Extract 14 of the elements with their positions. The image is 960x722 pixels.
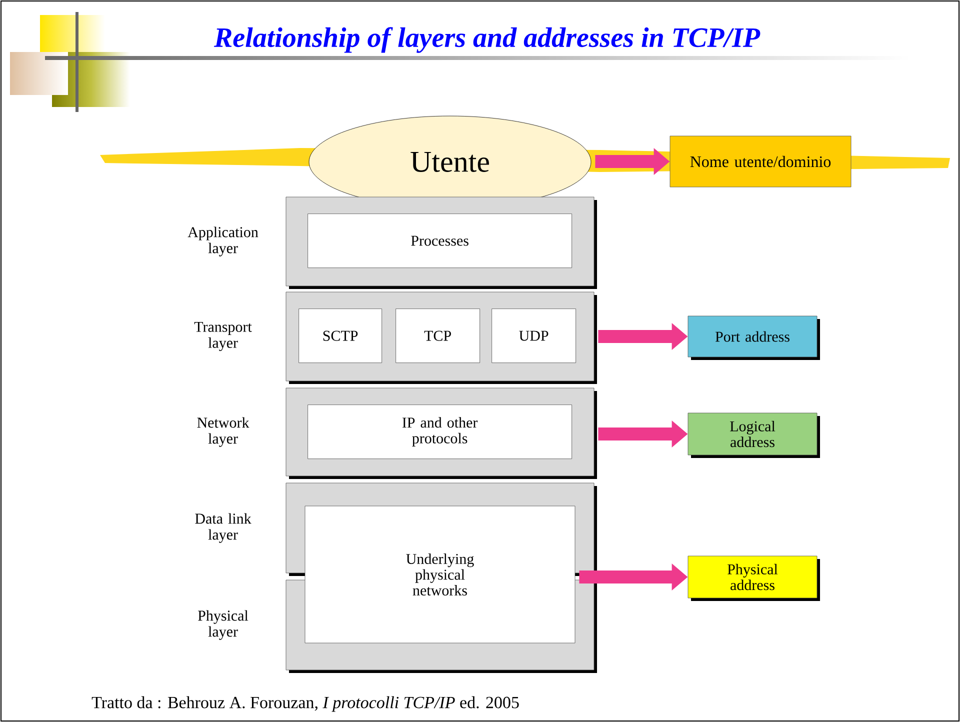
protocol-box: Underlying physical networks	[304, 506, 576, 644]
slide-title: Relationship of layers and addresses in TCP/IP	[214, 27, 760, 53]
address-box: Physical address	[688, 556, 820, 601]
layer-label: Application layer	[188, 226, 258, 256]
protocol-box: Processes	[308, 214, 572, 268]
layer-label: Physical layer	[198, 610, 248, 640]
protocol-box: IP and other protocols	[308, 404, 572, 459]
layer-label: Transport layer	[194, 322, 252, 352]
layer-label: Data link layer	[195, 513, 252, 543]
name-box: Nome utente/dominio	[670, 136, 852, 188]
address-box: Logical address	[688, 412, 820, 458]
layer-label: Network layer	[197, 417, 250, 447]
address-box: Port address	[688, 316, 820, 360]
source-caption: Tratto da : Behrouz A. Forouzan, I protocolli TCP/IP ed. 2005	[92, 696, 519, 712]
